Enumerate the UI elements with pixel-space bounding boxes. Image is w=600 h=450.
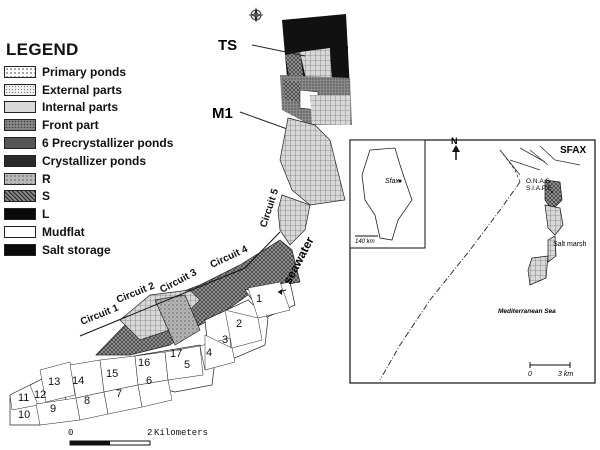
legend-item: 6 Precrystallizer ponds: [4, 134, 173, 152]
scale-start-label: 0: [68, 428, 74, 438]
legend-item-label: L: [42, 207, 50, 222]
legend-swatch: [4, 243, 36, 256]
compass-rose-icon: [248, 7, 264, 23]
pond-number: 4: [206, 347, 212, 359]
inset-scale-end: 3 km: [558, 371, 573, 378]
legend-item-label: Primary ponds: [42, 64, 127, 79]
circuit-line: [79, 267, 246, 337]
city-label: SFAX: [560, 145, 586, 156]
legend-item-label: Crystallizer ponds: [42, 153, 147, 168]
pond-number: 6: [146, 375, 152, 387]
legend-item-label: S: [42, 189, 51, 204]
ts-saltworks: [280, 14, 352, 125]
pond-number: 3: [222, 334, 228, 346]
legend-item-label: External parts: [42, 82, 123, 97]
circuit-line: [244, 231, 281, 269]
scale-bar: [69, 440, 151, 446]
salt-marsh-label: Salt marsh: [553, 241, 587, 248]
pond-number: 17: [170, 348, 182, 360]
onas-label: O.N.A.S: [526, 178, 551, 185]
inset-salt-marsh: [527, 179, 564, 286]
legend-swatch: [4, 83, 36, 96]
circuit-1-label: Circuit 1: [79, 302, 121, 327]
pond-number: 2: [236, 318, 242, 330]
pond-number: 13: [48, 376, 60, 388]
legend-item: R: [4, 170, 173, 188]
locator-scale-label: 140 km: [355, 239, 375, 245]
scale-end-label: 2: [147, 428, 153, 438]
pond-numbers: 1 2 3 4 5 6 7 8 9 10 11 12 13 14 15 16 1…: [18, 293, 262, 421]
legend-swatch: [4, 101, 36, 114]
pond-number: 9: [50, 403, 56, 415]
legend-swatch: [4, 208, 36, 221]
pond-number: 8: [84, 395, 90, 407]
pond-number: 12: [34, 389, 46, 401]
legend-swatch: [4, 190, 36, 203]
legend-item: L: [4, 205, 173, 223]
legend-swatch: [4, 119, 36, 132]
north-arrow-icon: [452, 145, 460, 160]
ts-label: TS: [218, 37, 237, 54]
roads: [499, 145, 581, 176]
legend-swatch: [4, 172, 36, 185]
pond-number: 11: [18, 392, 29, 404]
legend-swatch: [4, 137, 36, 150]
locator-frame: [349, 139, 426, 249]
pond-number: 5: [184, 359, 190, 371]
m1-ponds: [277, 117, 346, 246]
legend-swatch: [4, 65, 36, 78]
pond-number: 10: [18, 409, 30, 421]
inset-scale-start: 0: [528, 371, 532, 378]
lower-saltworks: [9, 239, 301, 426]
legend-item: Crystallizer ponds: [4, 152, 173, 170]
legend-item: Internal parts: [4, 99, 173, 117]
legend-item: S: [4, 188, 173, 206]
legend-title: LEGEND: [6, 40, 79, 59]
pond-number: 14: [72, 375, 84, 387]
legend-item-label: Front part: [42, 118, 99, 133]
legend-item: Mudflat: [4, 223, 173, 241]
pond-number: 16: [138, 357, 150, 369]
tunisia-outline: [361, 147, 413, 241]
legend-item: Primary ponds: [4, 63, 173, 81]
scale-unit-label: Kilometers: [154, 428, 209, 438]
pond-number: 15: [106, 368, 118, 380]
circuit-5-label: Circuit 5: [258, 187, 281, 229]
legend-item-label: R: [42, 171, 51, 186]
legend-item: Salt storage: [4, 241, 173, 259]
sea-label: Mediterranean Sea: [498, 308, 556, 315]
legend-item-label: Internal parts: [42, 100, 119, 115]
m1-leader-line: [239, 111, 291, 131]
locator-city-label: Sfax: [385, 178, 400, 185]
north-label: N: [451, 136, 458, 146]
ts-leader-line: [251, 44, 306, 57]
legend-swatch: [4, 226, 36, 239]
siape-label: S.I.A.P.E: [526, 185, 552, 192]
pond-number: 7: [116, 388, 122, 400]
legend-item: Front part: [4, 116, 173, 134]
legend-item: External parts: [4, 81, 173, 99]
m1-label: M1: [212, 105, 233, 122]
pond-number: 1: [256, 293, 262, 305]
legend-item-label: 6 Precrystallizer ponds: [42, 136, 174, 151]
coastline: [379, 181, 521, 381]
legend-swatch: [4, 154, 36, 167]
legend-item-label: Salt storage: [42, 242, 111, 257]
legend-item-label: Mudflat: [42, 225, 85, 240]
